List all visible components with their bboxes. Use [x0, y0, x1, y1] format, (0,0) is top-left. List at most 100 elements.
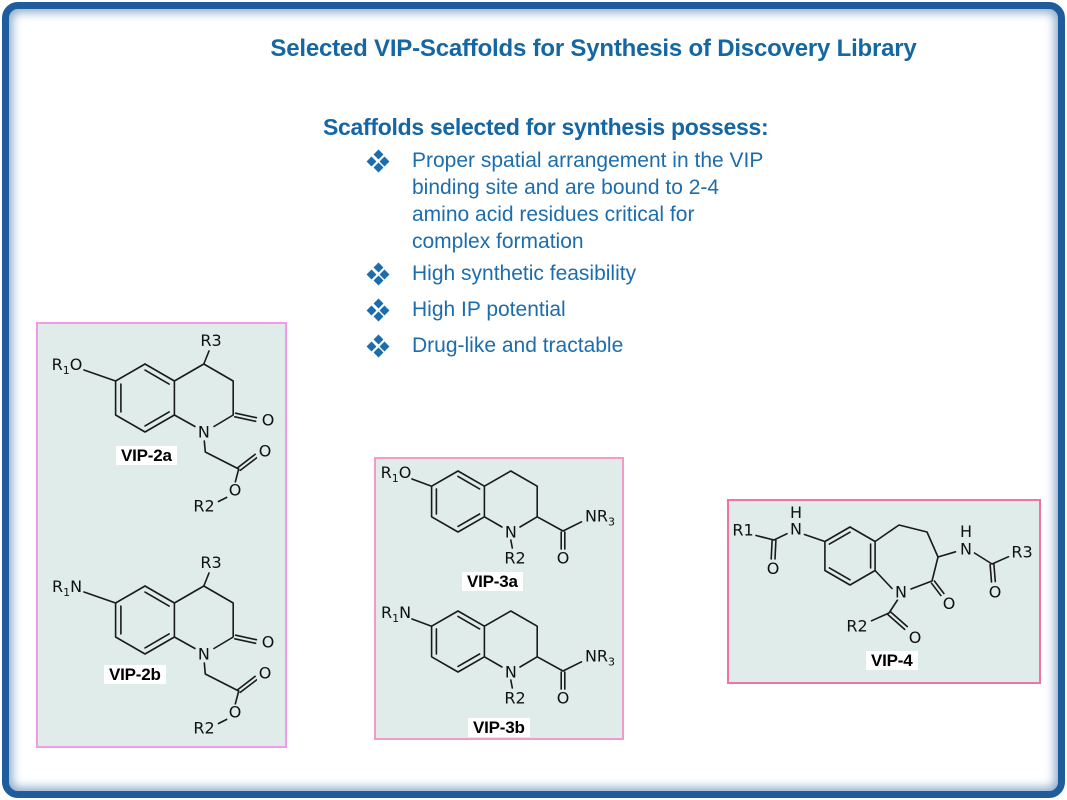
bullet-item: Drug-like and tractable [366, 332, 788, 363]
substituent-r1: R1O [52, 355, 83, 377]
ring-nitrogen: N [895, 583, 907, 602]
double-bond-lines [435, 475, 566, 550]
amide-nitrogen-r3: NR3 [585, 647, 615, 669]
atom-label-bg [195, 423, 212, 439]
atom-label-bg [257, 443, 273, 459]
double-bond-lines [120, 369, 259, 472]
ring-nitrogen: N [505, 523, 517, 542]
page-title: Selected VIP-Scaffolds for Synthesis of … [270, 35, 917, 62]
vip-2b-structure: R1N R3 N O O O R2 [52, 553, 276, 738]
left-amide-oxygen: O [767, 559, 780, 578]
subtitle: Scaffolds selected for synthesis possess… [323, 114, 769, 140]
bond-lines [755, 524, 1010, 622]
substituent-r3: R3 [200, 553, 221, 572]
atom-label-bg [893, 584, 909, 600]
bullet-text: Drug-like and tractable [412, 334, 624, 357]
substituent-r2: R2 [504, 549, 525, 568]
substituent-r1: R1N [381, 603, 411, 625]
atom-label-bg [502, 523, 519, 539]
lactam-oxygen: O [262, 411, 275, 430]
double-bond-lines [435, 615, 566, 690]
right-amide-hydrogen: H [960, 522, 972, 541]
vip-2a-structure: R1O R3 N O O O R2 [52, 331, 276, 516]
atom-label-bg [257, 665, 273, 681]
substituent-r2: R2 [193, 497, 214, 516]
substituent-r1: R1 [732, 521, 753, 540]
right-amide-oxygen: O [989, 583, 1002, 602]
amide-oxygen: O [557, 549, 570, 568]
atom-label-bg [555, 550, 571, 566]
substituent-r2: R2 [846, 617, 867, 636]
atom-label-bg [907, 630, 923, 645]
ring-nitrogen: N [505, 663, 517, 682]
double-bond-lines [770, 531, 997, 631]
atom-label-bg [502, 663, 519, 679]
scaffold-label-vip2b: VIP-2b [104, 665, 166, 684]
ester-oxygen: O [229, 703, 242, 722]
ester-carbonyl-oxygen: O [259, 442, 272, 461]
double-bond-lines [120, 591, 259, 694]
ring-nitrogen: N [198, 423, 210, 442]
bullet-list: Proper spatial arrangement in the VIP bi… [366, 147, 788, 368]
amide-nitrogen-r3: NR3 [585, 507, 615, 529]
bullet-item: High synthetic feasibility [366, 260, 788, 291]
left-amide-nitrogen: N [790, 520, 802, 539]
lactam-oxygen: O [262, 633, 275, 652]
bullet-text: High IP potential [412, 298, 566, 321]
substituent-r2: R2 [504, 689, 525, 708]
atom-label-bg [941, 596, 957, 611]
diamond-bullet-icon [366, 262, 390, 286]
ester-oxygen: O [229, 481, 242, 500]
atom-label-bg [987, 584, 1003, 600]
atom-label-bg [195, 645, 212, 661]
ring-nitrogen: N [198, 645, 210, 664]
bond-lines [411, 610, 583, 689]
atom-label-bg [260, 412, 276, 428]
scaffold-label-vip3b: VIP-3b [468, 718, 530, 737]
diamond-bullet-icon [366, 149, 390, 173]
bond-lines [83, 572, 240, 725]
bullet-line: Proper spatial arrangement in the VIP [412, 149, 764, 172]
amide-oxygen: O [557, 689, 570, 708]
atom-label-bg [789, 521, 803, 537]
lactam-oxygen: O [943, 594, 956, 613]
vip-3b-structure: R1N N R2 O NR3 [381, 603, 615, 708]
vip-3a-structure: R1O N R2 O NR3 [381, 463, 615, 568]
scaffold-panel-vip3: R1O N R2 O NR3 VIP-3a R1N N R2 O NR3 VIP… [374, 457, 624, 740]
bullet-item: High IP potential [366, 296, 788, 327]
atom-label-bg [959, 524, 973, 540]
atom-label-bg [227, 704, 243, 720]
atom-label-bg [789, 505, 803, 521]
bullet-line: binding site and are bound to 2-4 [412, 176, 720, 199]
bullet-text: High synthetic feasibility [412, 262, 637, 285]
bond-lines [411, 470, 583, 549]
bond-lines [83, 350, 240, 503]
substituent-r2: R2 [193, 719, 214, 738]
vip-4-structure: R1 H N O N O O R2 H N O R3 [732, 503, 1032, 647]
diamond-bullet-icon [366, 334, 390, 358]
substituent-r3: R3 [1011, 543, 1032, 562]
bullet-line: complex formation [412, 230, 584, 253]
scaffold-label-vip2a: VIP-2a [116, 446, 177, 465]
bullet-item: Proper spatial arrangement in the VIP bi… [366, 147, 788, 255]
acyl-oxygen: O [909, 628, 922, 647]
atom-label-bg [260, 634, 276, 650]
bullet-line: amino acid residues critical for [412, 203, 695, 226]
ester-carbonyl-oxygen: O [259, 664, 272, 683]
scaffold-panel-vip4: R1 H N O N O O R2 H N O R3 VIP-4 [727, 499, 1041, 684]
scaffold-label-vip4: VIP-4 [866, 651, 918, 670]
scaffold-label-vip3a: VIP-3a [462, 572, 523, 591]
substituent-r1: R1N [52, 577, 82, 599]
bullet-text: Proper spatial arrangement in the VIP bi… [412, 147, 763, 255]
substituent-r3: R3 [200, 331, 221, 350]
atom-label-bg [765, 561, 781, 577]
right-amide-nitrogen: N [960, 540, 972, 559]
atom-label-bg [959, 541, 973, 557]
atom-label-bg [555, 690, 571, 706]
diamond-bullet-icon [366, 298, 390, 322]
left-amide-hydrogen: H [790, 503, 802, 522]
scaffold-panel-vip2: R1O R3 N O O O R2 VIP-2a R1N R3 N O O O [36, 322, 287, 748]
